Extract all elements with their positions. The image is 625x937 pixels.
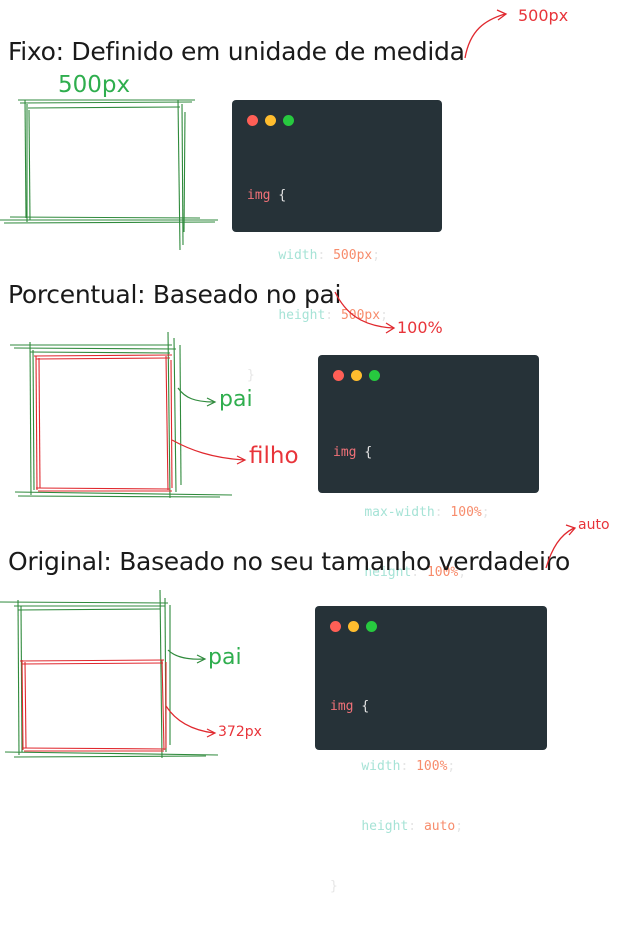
minimize-dot-icon <box>351 370 362 381</box>
window-controls <box>330 621 377 632</box>
section-original-note: auto <box>578 517 610 533</box>
section-porcentual-parent-label: pai <box>219 387 253 412</box>
section-fixo-heading: Fixo: Definido em unidade de medida <box>8 37 465 66</box>
css-open-brace: { <box>361 699 370 714</box>
code-block: img { max-width: 100%; height: 100%; } <box>333 403 490 683</box>
css-property: height <box>361 819 409 834</box>
code-block: img { width: 100%; height: auto; } <box>330 699 464 894</box>
css-property: height <box>278 308 326 323</box>
maximize-dot-icon <box>366 621 377 632</box>
maximize-dot-icon <box>283 115 294 126</box>
css-property: width <box>278 248 318 263</box>
section-fixo-note: 500px <box>518 6 569 25</box>
section-porcentual-child-label: filho <box>249 443 299 469</box>
minimize-dot-icon <box>348 621 359 632</box>
section-original-sketch <box>0 524 577 759</box>
section-original-note-arrow <box>545 527 575 569</box>
code-block: img { width: 500px; height: 500px; } <box>247 188 388 383</box>
section-porcentual-sketch <box>10 291 396 499</box>
section-fixo-fixed-box <box>0 99 218 251</box>
css-value: 100% <box>450 505 482 520</box>
section-fixo-sketch <box>0 9 508 251</box>
css-selector: img <box>247 188 271 203</box>
section-fixo-code-window: img { width: 500px; height: 500px; } <box>232 100 442 383</box>
css-open-brace: { <box>278 188 287 203</box>
css-value: 500px <box>333 248 373 263</box>
css-selector: img <box>330 699 354 714</box>
section-original-code-window: img { width: 100%; height: auto; } <box>315 606 547 894</box>
css-open-brace: { <box>364 445 373 460</box>
window-controls <box>247 115 294 126</box>
maximize-dot-icon <box>369 370 380 381</box>
section-original-heading: Original: Baseado no seu tamanho verdade… <box>8 547 571 576</box>
css-value: 100% <box>416 759 448 774</box>
css-close-brace: } <box>330 879 338 894</box>
section-porcentual-code-window: img { max-width: 100%; height: 100%; } <box>318 355 539 640</box>
css-value: 100% <box>426 565 459 580</box>
close-dot-icon <box>333 370 344 381</box>
section-fixo-box-label: 500px <box>58 72 131 98</box>
css-property: max-width <box>364 505 435 520</box>
css-value: auto <box>423 819 456 834</box>
section-original-parent-label: pai <box>208 645 242 670</box>
section-fixo-note-arrow <box>464 13 506 59</box>
css-selector: img <box>333 445 357 460</box>
close-dot-icon <box>247 115 258 126</box>
css-property: width <box>361 759 401 774</box>
minimize-dot-icon <box>265 115 276 126</box>
section-porcentual-note: 100% <box>397 318 443 337</box>
section-porcentual-heading: Porcentual: Baseado no pai <box>8 280 342 309</box>
section-porcentual-note-arrow <box>334 291 394 329</box>
window-controls <box>333 370 380 381</box>
close-dot-icon <box>330 621 341 632</box>
css-close-brace: } <box>247 368 255 383</box>
section-original-parent-box <box>0 589 219 759</box>
section-original-child-label: 372px <box>218 724 262 740</box>
section-porcentual-parent-box <box>10 331 233 499</box>
section-porcentual-child-box <box>33 354 173 492</box>
css-value: 500px <box>340 308 381 323</box>
css-property: height <box>364 565 412 580</box>
section-original-child-box <box>19 659 167 752</box>
